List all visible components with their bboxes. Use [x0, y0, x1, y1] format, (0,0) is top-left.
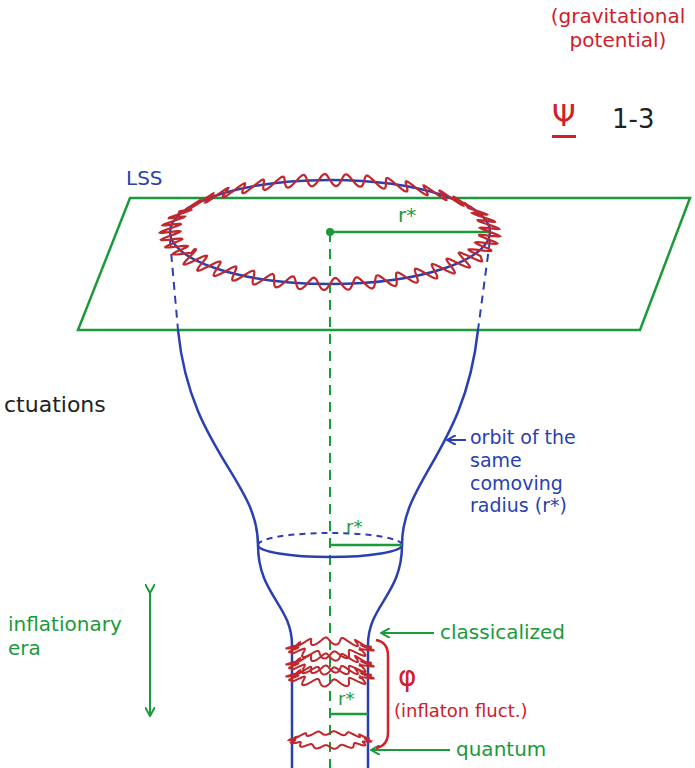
bracket: [376, 640, 388, 748]
radius-label: r*: [346, 516, 362, 538]
fluctuation-ring: [286, 666, 373, 687]
radius-line: [330, 544, 402, 547]
leader-arrow: [372, 749, 450, 751]
leader-arrow: [382, 632, 434, 634]
era-label: inflationary era: [8, 612, 144, 660]
radius-label: r*: [398, 203, 416, 227]
fluctuation-ring: [160, 174, 500, 290]
leader-arrow: [448, 439, 466, 441]
stage-label: quantum: [456, 737, 546, 761]
cut-text: ctuations: [4, 392, 106, 418]
orbit-ring-back: [258, 533, 402, 545]
orbit-ring-front: [258, 545, 402, 557]
potential-symbol: Ψ: [552, 98, 576, 138]
fluctuation-ring: [286, 638, 373, 659]
stage-label: classicalized: [440, 620, 565, 644]
radius-line: [330, 713, 368, 716]
field-symbol: φ: [398, 660, 416, 694]
radius-line: [330, 231, 490, 234]
field-label: (inflaton fluct.): [394, 700, 527, 722]
fluctuation-ring: [289, 731, 371, 749]
funnel-edge: [178, 330, 292, 768]
fluctuation-waves: [160, 174, 500, 749]
axis-line: [329, 232, 331, 768]
radius-label: r*: [338, 688, 354, 710]
lss-label: LSS: [126, 166, 163, 190]
page-number: 1-3: [612, 104, 654, 135]
annotation-text: (gravitational potential): [548, 4, 688, 52]
orbit-label: orbit of the same comoving radius (r*): [470, 426, 605, 517]
era-arrow: [149, 592, 151, 715]
funnel-dash: [478, 240, 490, 330]
